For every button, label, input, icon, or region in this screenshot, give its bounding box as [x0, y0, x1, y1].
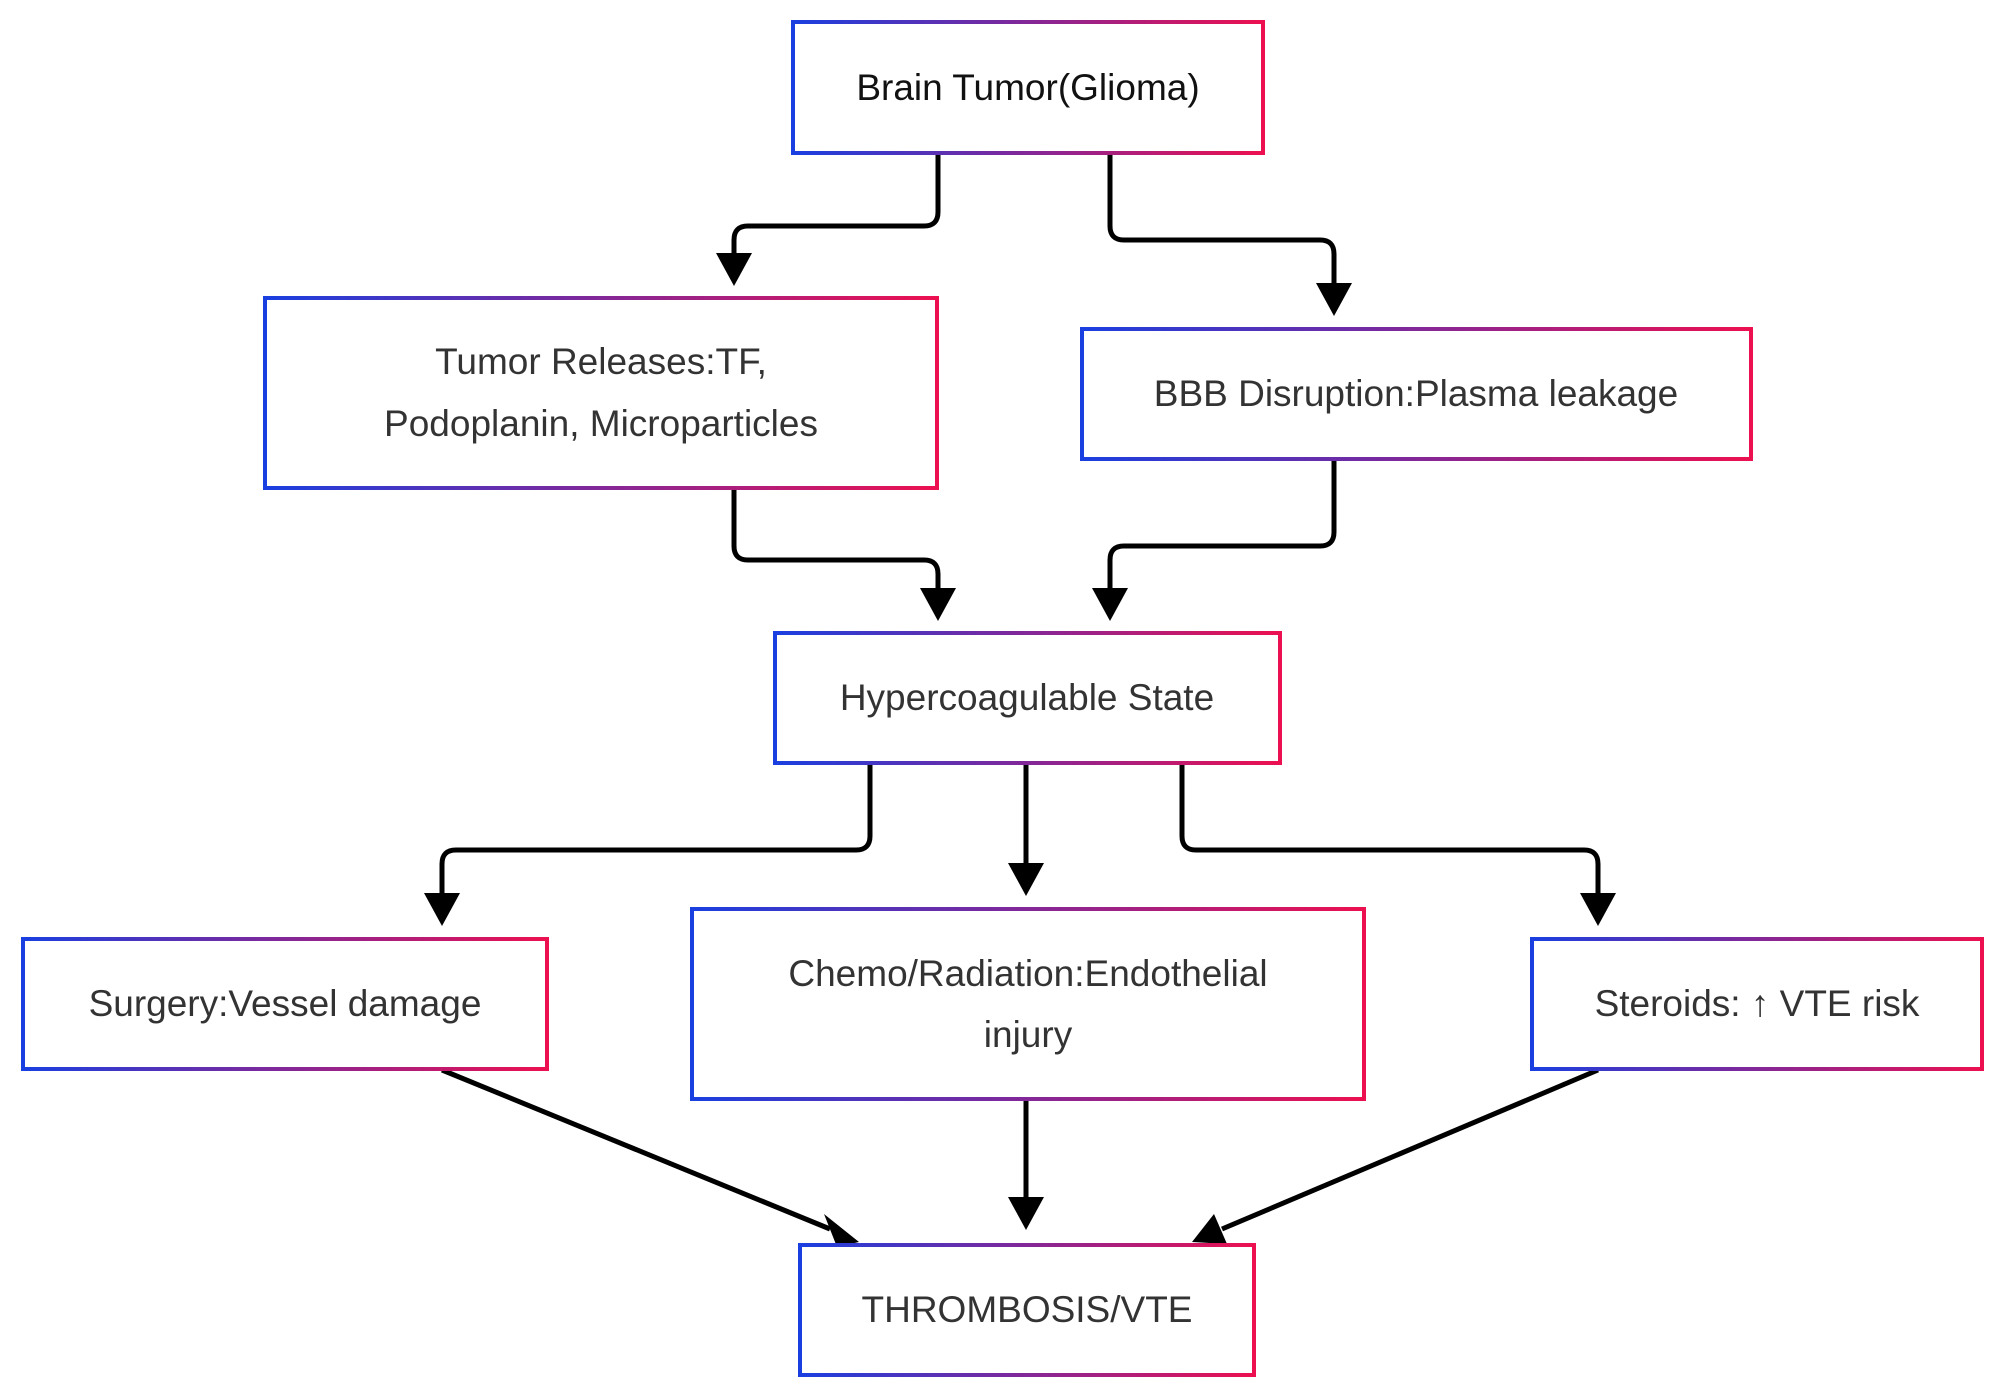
arrowhead-surgery-to-thrombosis [824, 1214, 859, 1247]
arrowhead-to-chemo-radiation [1008, 863, 1044, 896]
arrowhead-to-steroids [1580, 893, 1616, 926]
edge-bbb-disruption-to-hypercoagulable [1107, 460, 1337, 592]
node-box [1530, 937, 1984, 1071]
node-tumor-releases: Tumor Releases:TF, Podoplanin, Micropart… [263, 296, 939, 490]
node-label: Brain Tumor(Glioma) [856, 67, 1199, 108]
arrowhead-to-hypercoagulable-right [1092, 588, 1128, 621]
node-box [690, 907, 1366, 1101]
edges [439, 155, 1601, 1232]
node-box [773, 631, 1282, 765]
arrowhead-chemo-to-thrombosis [1008, 1197, 1044, 1230]
arrowhead-steroids-to-thrombosis [1192, 1214, 1227, 1244]
node-box [1080, 327, 1753, 461]
node-label: Steroids: ↑ VTE risk [1595, 983, 1920, 1024]
node-label: BBB Disruption:Plasma leakage [1154, 373, 1678, 414]
edge-brain-tumor-to-bbb-disruption [1107, 155, 1337, 288]
node-steroids: Steroids: ↑ VTE risk [1530, 937, 1984, 1071]
node-box [21, 937, 549, 1071]
edge-hypercoagulable-to-surgery [439, 765, 873, 898]
arrowheads [424, 253, 1616, 1247]
node-chemo-radiation: Chemo/Radiation:Endothelial injury [690, 907, 1366, 1101]
arrowhead-to-bbb-disruption [1316, 283, 1352, 316]
edge-surgery-to-thrombosis [441, 1067, 831, 1232]
node-bbb-disruption: BBB Disruption:Plasma leakage [1080, 327, 1753, 461]
node-label: Hypercoagulable State [840, 677, 1214, 718]
node-label-line-2: injury [984, 1014, 1073, 1055]
arrowhead-to-hypercoagulable-left [920, 588, 956, 621]
node-hypercoagulable-state: Hypercoagulable State [773, 631, 1282, 765]
edge-steroids-to-thrombosis [1221, 1067, 1599, 1232]
node-label: Surgery:Vessel damage [89, 983, 482, 1024]
arrowhead-to-tumor-releases [716, 253, 752, 286]
node-label-line-1: Tumor Releases:TF, [435, 341, 767, 382]
arrowhead-to-surgery [424, 893, 460, 926]
node-box [791, 20, 1265, 155]
node-label: THROMBOSIS/VTE [862, 1289, 1193, 1330]
node-surgery: Surgery:Vessel damage [21, 937, 549, 1071]
node-label-line-2: Podoplanin, Microparticles [384, 403, 818, 444]
node-box [798, 1243, 1256, 1377]
edge-tumor-releases-to-hypercoagulable [731, 490, 941, 592]
edge-hypercoagulable-to-steroids [1179, 765, 1601, 898]
edge-brain-tumor-to-tumor-releases [731, 155, 941, 258]
node-box [263, 296, 939, 490]
node-label-line-1: Chemo/Radiation:Endothelial [788, 953, 1267, 994]
node-thrombosis: THROMBOSIS/VTE [798, 1243, 1256, 1377]
node-brain-tumor: Brain Tumor(Glioma) [791, 20, 1265, 155]
